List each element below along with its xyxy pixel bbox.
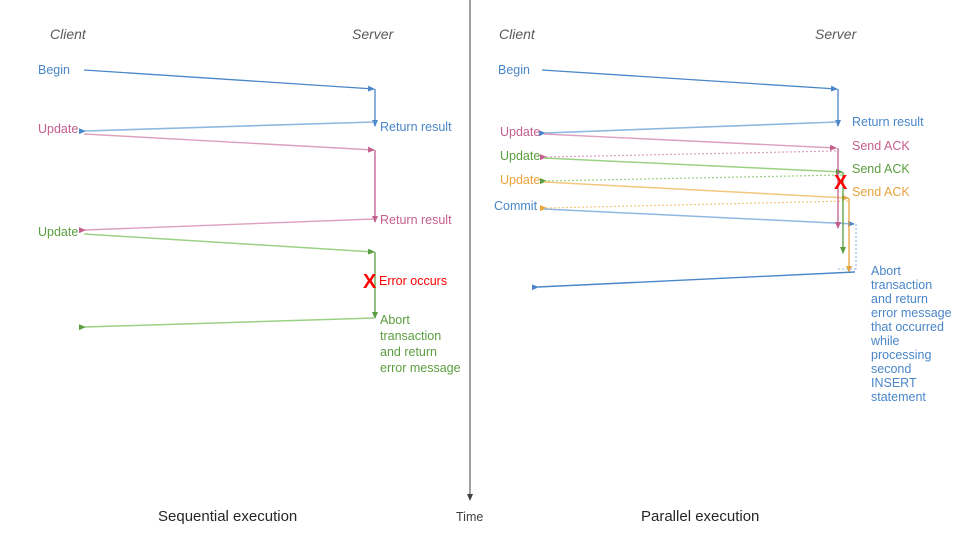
arrow-begin-seq: [83, 69, 375, 92]
svg-text:statement: statement: [871, 390, 926, 404]
msg-label-update-2-par: Update: [500, 149, 540, 163]
msg-label-begin-seq: Begin: [38, 63, 70, 77]
msg-label-abort-seq: Abort transaction and return error messa…: [380, 313, 461, 375]
arrow-return-result-par: [538, 121, 838, 137]
arrow-begin-par: [541, 69, 838, 92]
svg-text:and return: and return: [871, 292, 928, 306]
svg-text:Abort: Abort: [380, 313, 410, 327]
svg-text:and return: and return: [380, 345, 437, 359]
svg-text:processing: processing: [871, 348, 931, 362]
arrow-update-2-par: [543, 157, 843, 175]
time-axis: Time: [456, 0, 483, 524]
msg-label-update-2-seq: Update: [38, 225, 78, 239]
panel-parallel: Client Server Begin Return result Update…: [494, 26, 952, 525]
svg-text:while: while: [870, 334, 900, 348]
msg-label-send-ack-3-par: Send ACK: [852, 185, 910, 199]
msg-label-send-ack-1-par: Send ACK: [852, 139, 910, 153]
svg-text:second: second: [871, 362, 911, 376]
svg-text:error message: error message: [380, 361, 461, 375]
svg-text:INSERT: INSERT: [871, 376, 917, 390]
panel-caption-sequential: Sequential execution: [158, 508, 297, 525]
panel-caption-parallel: Parallel execution: [641, 508, 759, 525]
msg-label-update-1-seq: Update: [38, 122, 78, 136]
msg-label-commit-par: Commit: [494, 199, 538, 213]
error-occurs-label: Error occurs: [379, 274, 447, 288]
msg-label-update-1-par: Update: [500, 125, 540, 139]
arrow-abort-seq: [78, 317, 375, 331]
svg-text:transaction: transaction: [380, 329, 441, 343]
arrow-send-ack-1-par: [539, 150, 837, 161]
arrow-update-1-seq: [83, 133, 375, 153]
arrow-update-2-seq: [83, 233, 375, 255]
panel-sequential: Client Server Begin Return result Update…: [38, 26, 461, 525]
msg-label-return-result-1-seq: Return result: [380, 120, 452, 134]
svg-text:transaction: transaction: [871, 278, 932, 292]
arrow-abort-par: [531, 271, 856, 291]
error-x-icon-par: X: [834, 172, 848, 194]
msg-label-abort-par: Abort transaction and return error messa…: [870, 264, 952, 404]
msg-label-return-result-2-seq: Return result: [380, 213, 452, 227]
arrow-return-result-1-seq: [78, 121, 375, 135]
arrow-commit-par: [543, 208, 855, 227]
arrow-update-1-par: [543, 133, 837, 151]
svg-text:Abort: Abort: [871, 264, 901, 278]
msg-label-update-3-par: Update: [500, 173, 540, 187]
msg-label-begin-par: Begin: [498, 63, 530, 77]
arrow-update-3-par: [543, 181, 849, 201]
error-x-icon: X: [363, 271, 377, 293]
lane-header-client-par: Client: [499, 26, 536, 42]
msg-label-return-result-par: Return result: [852, 115, 924, 129]
msg-label-send-ack-2-par: Send ACK: [852, 162, 910, 176]
time-axis-label: Time: [456, 510, 483, 524]
arrow-send-ack-2-par: [539, 174, 843, 185]
lane-header-server-par: Server: [815, 26, 858, 42]
lane-header-client: Client: [50, 26, 87, 42]
lane-header-server: Server: [352, 26, 395, 42]
svg-text:that occurred: that occurred: [871, 320, 944, 334]
arrow-return-result-2-seq: [78, 218, 375, 234]
arrow-send-ack-3-par: [539, 200, 849, 212]
svg-text:error message: error message: [871, 306, 952, 320]
